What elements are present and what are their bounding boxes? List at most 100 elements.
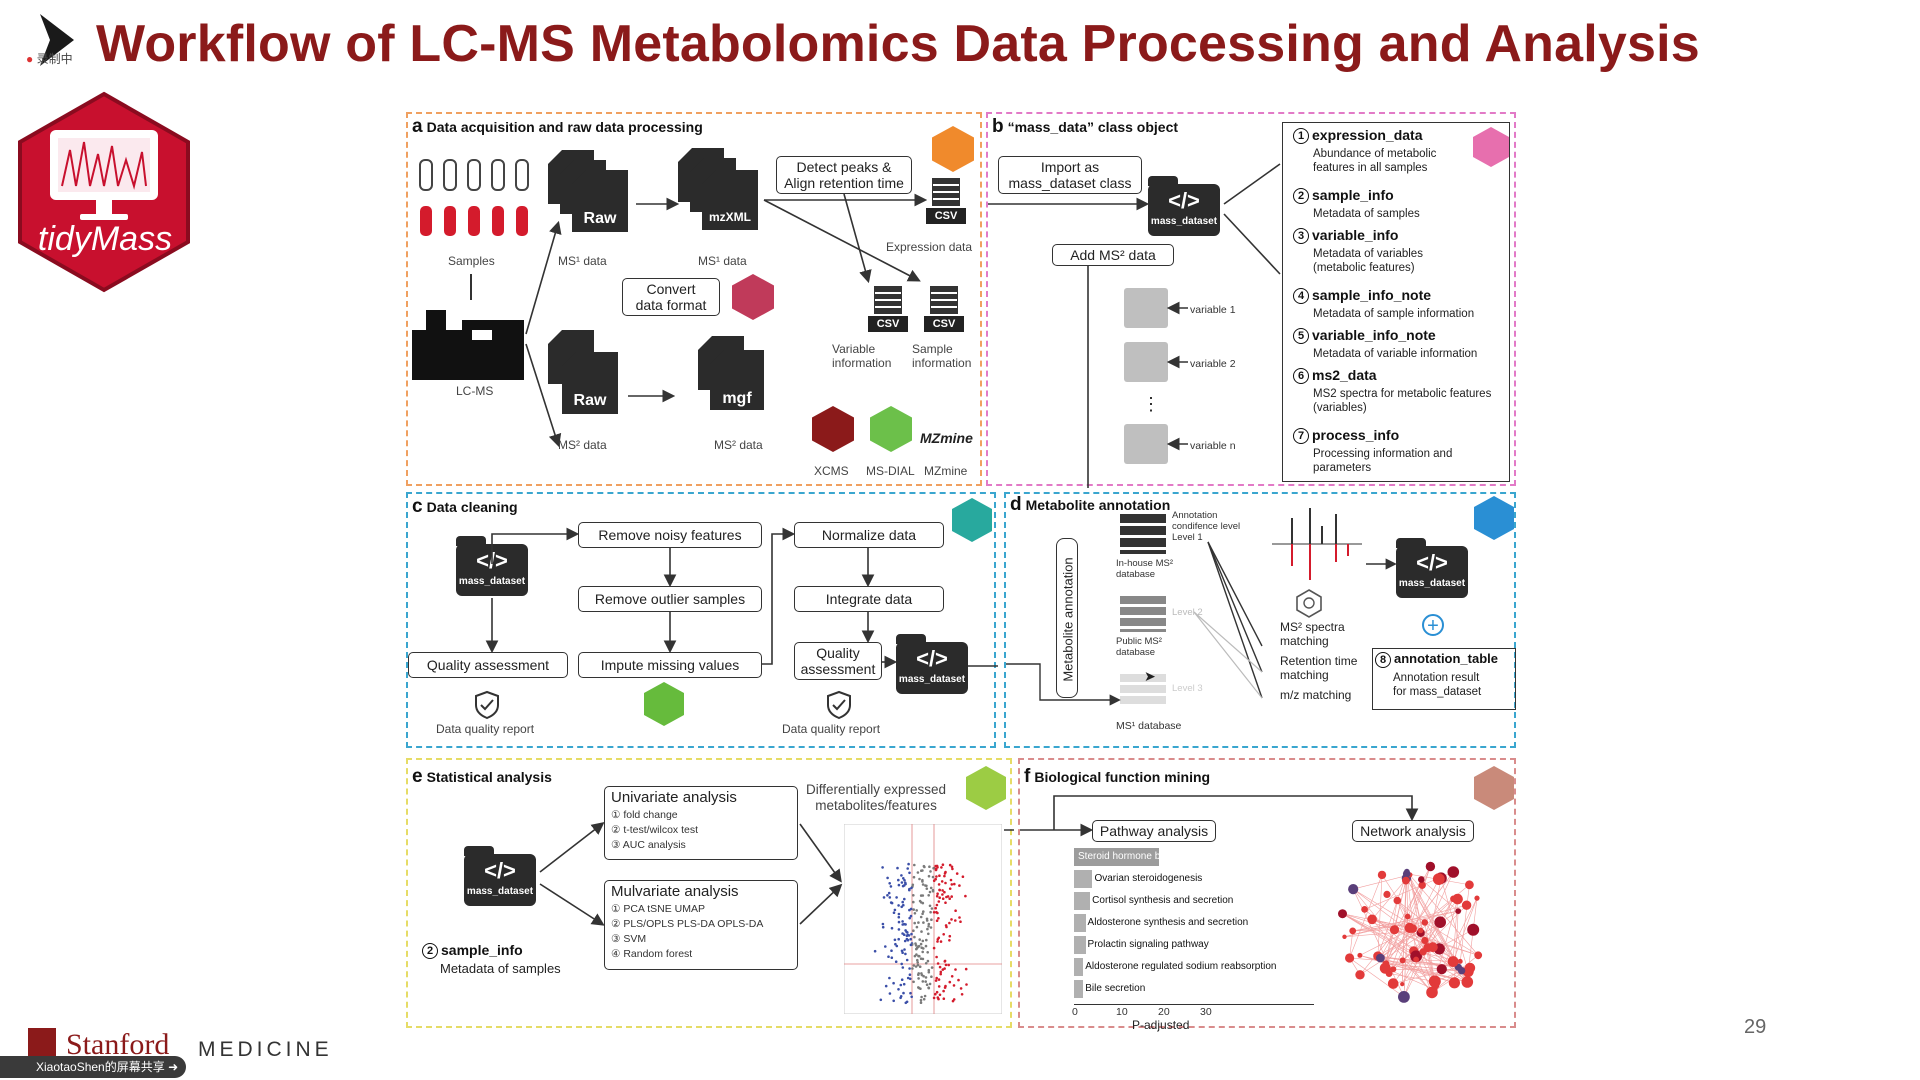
volcano-point: [882, 896, 886, 899]
volcano-point: [921, 912, 924, 916]
volcano-point: [930, 918, 933, 921]
volcano-point: [919, 901, 923, 904]
pathway-bar: [1074, 914, 1086, 932]
volcano-point: [927, 925, 930, 928]
network-node: [1432, 873, 1445, 885]
volcano-point: [873, 949, 877, 953]
pathway-x-label: P-adjusted: [1132, 1018, 1190, 1032]
uni-item: ② t-test/wilcox test: [611, 824, 699, 836]
volcano-point: [910, 886, 913, 890]
volcano-point: [934, 864, 938, 868]
volcano-point: [944, 984, 947, 988]
volcano-point: [947, 963, 950, 967]
shield-check-icon: [827, 690, 851, 720]
sample-info-desc: Metadata of samples: [440, 961, 561, 976]
volcano-point: [922, 910, 925, 913]
volcano-point: [942, 997, 946, 1000]
network-edge: [1377, 930, 1421, 957]
volcano-point: [927, 922, 931, 926]
volcano-point: [916, 871, 920, 874]
network-node: [1402, 876, 1410, 885]
univariate-box: Univariate analysis ① fold change ② t-te…: [604, 786, 798, 860]
network-edge: [1371, 919, 1461, 962]
network-edge: [1371, 919, 1433, 993]
slot-desc: Metadata of variable information: [1313, 348, 1478, 360]
volcano-point: [938, 888, 941, 892]
volcano-point: [897, 883, 901, 887]
mass-dataset-icon: </>mass_dataset: [464, 846, 536, 906]
network-node: [1455, 908, 1462, 914]
volcano-point: [912, 875, 916, 879]
volcano-point: [909, 937, 912, 941]
volcano-point: [904, 1001, 908, 1005]
sample-tubes-icon: [419, 159, 529, 236]
volcano-point: [944, 901, 947, 904]
network-node: [1418, 876, 1425, 883]
page-number: 29: [1744, 1016, 1767, 1038]
network-edge: [1342, 913, 1462, 971]
volcano-point: [949, 878, 953, 882]
mzxml-file-icon: mzXML: [702, 170, 758, 230]
network-edge: [1377, 874, 1383, 957]
detect-peaks-step: Detect peaks & Align retention time: [776, 156, 912, 194]
volcano-point: [937, 985, 941, 988]
volcano-point: [941, 863, 945, 866]
mgf-file-icon: mgf: [710, 350, 764, 410]
volcano-point: [954, 919, 957, 922]
pathway-bar-label: Cortisol synthesis and secretion: [1092, 895, 1234, 906]
volcano-point: [908, 916, 911, 920]
screen-share-indicator[interactable]: XiaotaoShen的屏幕共享 ➜: [0, 1056, 187, 1078]
slot-desc: Metadata of sample information: [1313, 308, 1475, 320]
volcano-point: [928, 904, 932, 908]
volcano-point: [928, 865, 931, 868]
volcano-point: [934, 906, 937, 910]
volcano-point: [916, 963, 920, 967]
msdial-label: MS-DIAL: [866, 464, 915, 478]
expression-csv-icon: CSV: [926, 172, 966, 224]
multi-item: ③ SVM: [611, 933, 647, 945]
molecule-icon: [1296, 589, 1322, 618]
volcano-point: [913, 921, 916, 925]
network-edge: [1401, 871, 1454, 985]
uni-item: ③ AUC analysis: [611, 839, 686, 851]
network-node: [1357, 952, 1363, 958]
volcano-point: [957, 978, 960, 982]
network-edge: [1406, 878, 1459, 968]
volcano-point: [913, 954, 917, 958]
annotation-table-desc: Annotation result for mass_dataset: [1393, 672, 1482, 698]
network-edge: [1352, 929, 1395, 932]
network-node: [1383, 890, 1391, 898]
annotation-bracket: [1056, 538, 1078, 698]
volcano-plot: [844, 824, 1002, 1014]
network-node: [1349, 927, 1357, 935]
volcano-point: [915, 947, 918, 951]
network-node: [1448, 977, 1460, 989]
variable-1-label: variable 1: [1190, 304, 1236, 316]
database-icon: [1120, 596, 1166, 632]
volcano-point: [929, 910, 932, 914]
volcano-point: [946, 895, 950, 898]
inhouse-db-label: In-house MS² database: [1116, 558, 1174, 580]
volcano-point: [916, 958, 919, 962]
share-arrow-icon[interactable]: ➜: [168, 1060, 179, 1074]
network-node: [1377, 870, 1387, 880]
volcano-point: [900, 962, 903, 966]
volcano-point: [938, 993, 942, 997]
volcano-point: [900, 949, 904, 953]
ms1-db-label: MS¹ database: [1116, 720, 1182, 732]
level-2-label: Level 2: [1172, 607, 1203, 618]
volcano-point: [903, 939, 907, 943]
panel-b-arrows: [988, 163, 1281, 488]
volcano-point: [922, 921, 925, 924]
volcano-point: [930, 975, 933, 978]
pathway-bar-label: Prolactin signaling pathway: [1087, 939, 1209, 950]
report-label-1: Data quality report: [436, 722, 535, 736]
volcano-point: [960, 993, 964, 996]
volcano-point: [917, 977, 920, 980]
rt-matching-label: Retention time matching: [1280, 654, 1358, 682]
variable-spectrum-icon: [1124, 288, 1168, 328]
volcano-point: [913, 912, 917, 915]
network-node: [1474, 951, 1483, 960]
